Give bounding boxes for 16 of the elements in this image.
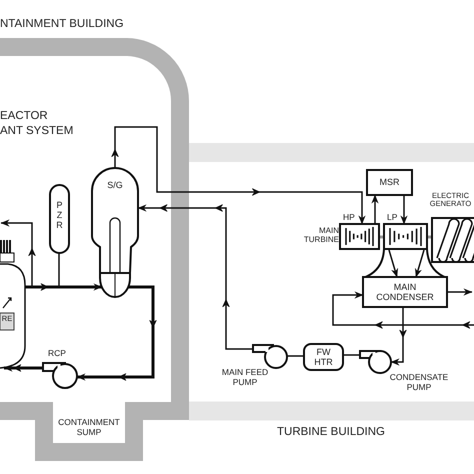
component-label: FW HTR — [313, 347, 334, 368]
component-label: MSR — [378, 177, 400, 188]
area-label: ANT SYSTEM — [0, 125, 74, 138]
area-label: NTAINMENT BUILDING — [0, 18, 124, 31]
component-label: HP — [343, 213, 355, 223]
component-label: S/G — [106, 180, 124, 190]
caption-label: MAIN TURBINE — [302, 227, 339, 245]
component-label: MAIN FEED PUMP — [220, 368, 270, 388]
component-label: RCP — [47, 349, 67, 359]
area-label: CONTAINMENT SUMP — [57, 418, 121, 438]
component-label: PZR — [55, 201, 64, 231]
component-label: MAIN CONDENSER — [375, 282, 435, 302]
component-label: LP — [387, 213, 398, 223]
component-label: CONDENSATE PUMP — [388, 373, 450, 392]
area-label: TURBINE BUILDING — [277, 426, 385, 439]
area-label: EACTOR — [0, 110, 48, 123]
